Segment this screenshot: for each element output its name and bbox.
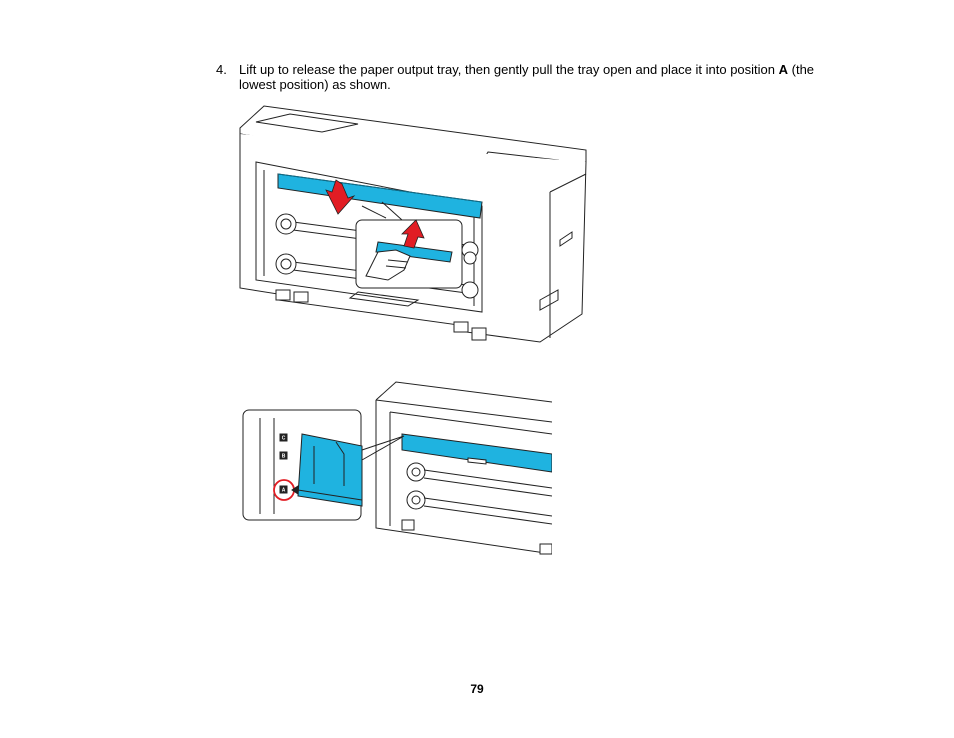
position-label-b: B xyxy=(282,454,286,460)
tray-position-illustration: C B A xyxy=(242,381,552,555)
step-text-after: (the lowest position) as shown. xyxy=(239,62,815,92)
position-label-c: C xyxy=(282,436,286,442)
step-number: 4. xyxy=(216,62,227,77)
printer-tray-lift-illustration xyxy=(239,105,587,343)
step-text: Lift up to release the paper output tray… xyxy=(239,62,829,92)
position-letter: A xyxy=(778,62,789,77)
page-number: 79 xyxy=(470,682,484,696)
position-label-a: A xyxy=(282,488,286,494)
step-text-before: Lift up to release the paper output tray… xyxy=(239,62,779,77)
